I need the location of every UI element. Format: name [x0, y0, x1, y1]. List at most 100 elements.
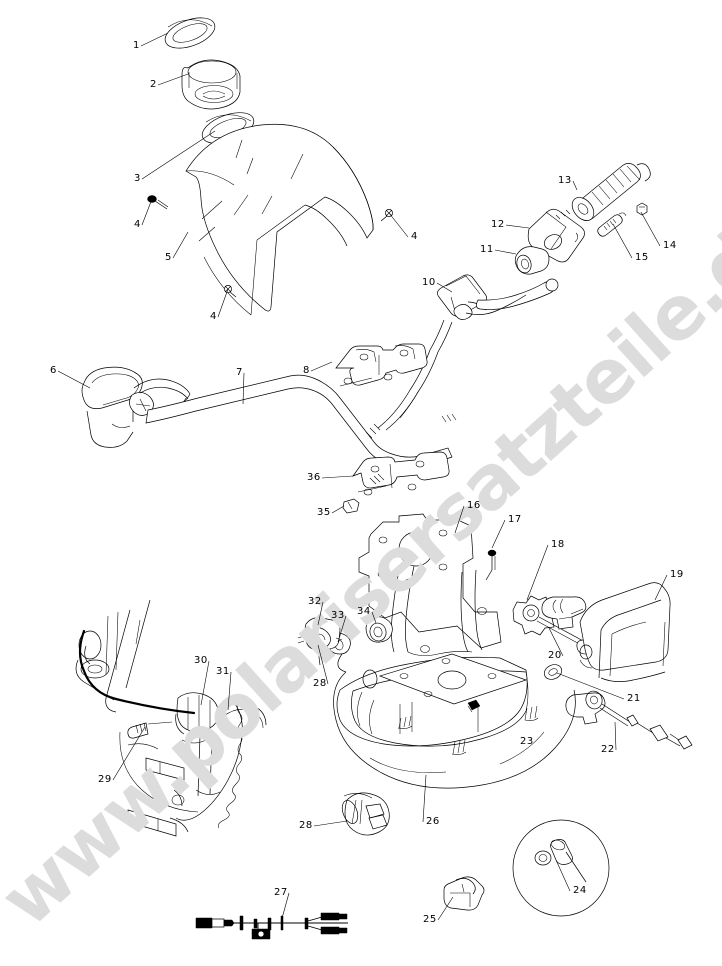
leader-34 [371, 611, 377, 624]
callout-10: 10 [422, 277, 436, 288]
leader-28b [317, 644, 329, 685]
part-brake-assembly [75, 599, 267, 837]
callout-35: 35 [317, 507, 331, 518]
part-fastener-28b [317, 648, 321, 666]
part-cable-clamp-25 [443, 876, 485, 911]
leader-36 [321, 475, 354, 479]
callout-11: 11 [480, 244, 494, 255]
leader-4b [217, 288, 229, 318]
part-console-cover-26 [333, 653, 576, 789]
leader-12 [505, 224, 530, 229]
leader-3 [141, 130, 216, 180]
callout-5: 5 [165, 252, 172, 263]
part-nut-14 [636, 202, 648, 216]
part-headlight-bracket [358, 513, 502, 656]
callout-24: 24 [573, 885, 587, 896]
callout-8: 8 [303, 365, 310, 376]
callout-28b: 28 [313, 678, 327, 689]
leader-16 [454, 505, 465, 534]
leader-26 [422, 774, 427, 823]
callout-20: 20 [548, 650, 562, 661]
part-speedo-cable-end-24 [512, 819, 610, 917]
part-fastener-28a [341, 792, 390, 836]
callout-32: 32 [308, 596, 322, 607]
leader-15 [612, 223, 633, 259]
leader-6 [57, 370, 91, 389]
callout-4c: 4 [411, 231, 418, 242]
callout-14: 14 [663, 240, 677, 251]
part-headlight-housing [579, 582, 671, 682]
callout-18: 18 [551, 539, 565, 550]
leader-13 [572, 180, 578, 191]
leader-4c [388, 212, 409, 238]
part-upper-handlebar-clamp [335, 343, 428, 387]
callout-15: 15 [635, 252, 649, 263]
leader-25 [437, 896, 454, 921]
callout-22: 22 [601, 744, 615, 755]
callout-4a: 4 [134, 219, 141, 230]
leader-21 [556, 672, 625, 700]
part-fuel-cap-seal [164, 17, 216, 49]
leader-22 [614, 721, 617, 751]
leader-8 [310, 361, 333, 372]
callout-29: 29 [98, 774, 112, 785]
callout-17: 17 [508, 514, 522, 525]
callout-28a: 28 [299, 820, 313, 831]
callout-13: 13 [558, 175, 572, 186]
leader-18 [526, 544, 549, 601]
leader-17 [491, 519, 506, 549]
part-throttle-spacer [514, 246, 550, 275]
callout-6: 6 [50, 365, 57, 376]
leader-31 [227, 671, 232, 711]
part-bracket-bolt-17 [485, 549, 497, 581]
leader-7 [242, 372, 245, 405]
part-o-ring-21 [543, 664, 563, 680]
part-handlebar [145, 374, 457, 470]
part-fuel-cap [181, 59, 241, 110]
callout-34: 34 [357, 606, 371, 617]
leader-4a [141, 198, 153, 226]
leader-28a [313, 820, 348, 827]
leader-24 [555, 859, 571, 892]
callout-3: 3 [134, 173, 141, 184]
leader-11 [494, 249, 517, 255]
part-grommet-34 [365, 616, 393, 643]
part-master-cylinder [377, 274, 559, 431]
callout-36: 36 [307, 472, 321, 483]
leader-32 [317, 601, 324, 626]
leader-35 [331, 505, 345, 514]
callout-7: 7 [236, 367, 243, 378]
leader-19 [654, 574, 668, 601]
leader-14 [640, 211, 661, 247]
callout-33: 33 [331, 610, 345, 621]
part-instrument-pod-23 [336, 653, 539, 755]
callout-27: 27 [274, 887, 288, 898]
leader-2 [157, 73, 189, 86]
callout-31: 31 [216, 666, 230, 677]
callout-25: 25 [423, 914, 437, 925]
callout-4b: 4 [210, 311, 217, 322]
leader-33 [337, 615, 347, 643]
callout-30: 30 [194, 655, 208, 666]
leader-20 [548, 627, 564, 657]
leader-29 [112, 726, 146, 781]
part-clip-35 [342, 498, 360, 514]
callout-16: 16 [467, 500, 481, 511]
callout-19: 19 [670, 569, 684, 580]
callout-21: 21 [627, 693, 641, 704]
callout-23: 23 [520, 736, 534, 747]
callout-26: 26 [426, 816, 440, 827]
part-switch-body-32 [297, 617, 343, 651]
part-bulb-socket-20 [541, 596, 587, 630]
part-front-fender [185, 123, 374, 316]
leader-10 [436, 282, 453, 293]
part-throttle-grip [571, 163, 651, 221]
part-wiring-harness-27 [195, 912, 348, 940]
leader-30 [200, 660, 210, 706]
leader-1 [140, 32, 169, 47]
part-lower-handlebar-clamp [352, 451, 450, 496]
